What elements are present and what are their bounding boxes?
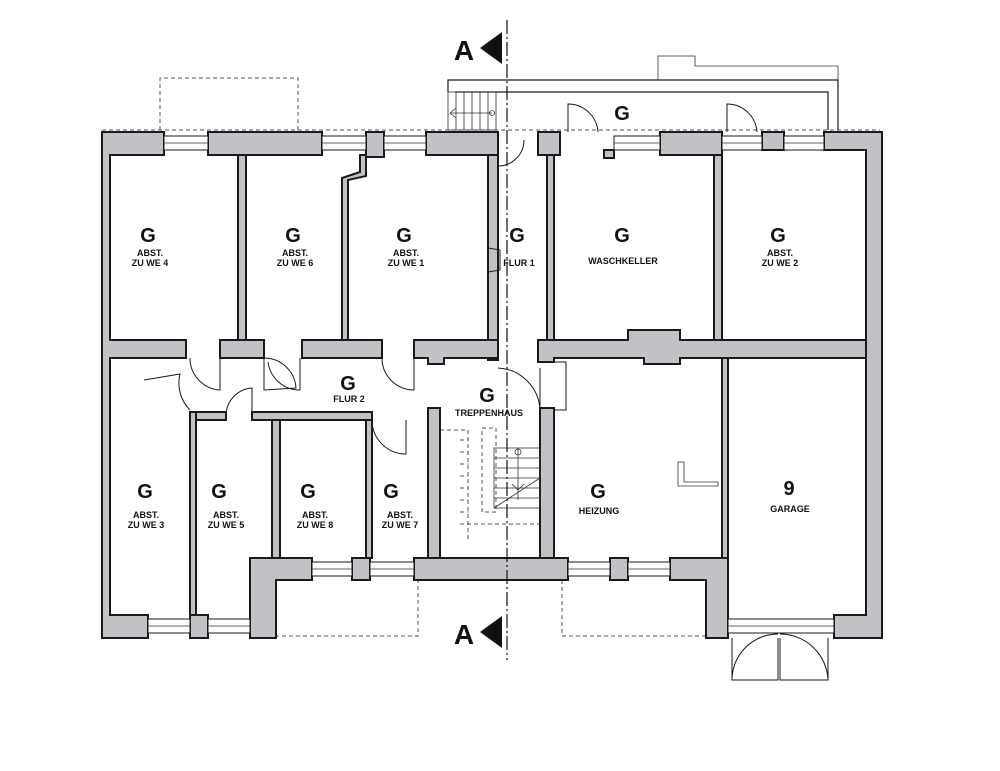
room-code-abst-we4: G — [140, 225, 156, 247]
room-code-abst-we3: G — [137, 481, 153, 503]
room-labels: G ABST. ZU WE 4 G ABST. ZU WE 6 G ABST. … — [128, 103, 810, 530]
staircase — [493, 447, 541, 509]
room-label-abst-we6-line1: ABST. — [282, 248, 308, 258]
doors — [143, 103, 829, 681]
room-label-heizung: HEIZUNG — [579, 506, 620, 516]
room-code-abst-we8: G — [300, 481, 316, 503]
room-code-abst-we6: G — [285, 225, 301, 247]
room-label-flur1: FLUR 1 — [503, 258, 535, 268]
room-label-abst-we3-line2: ZU WE 3 — [128, 520, 165, 530]
room-label-garage: GARAGE — [770, 504, 810, 514]
room-code-abst-we1: G — [396, 225, 412, 247]
section-axis — [480, 20, 508, 660]
room-label-flur2: FLUR 2 — [333, 394, 365, 404]
section-arrow-top-icon — [480, 32, 502, 64]
windows — [147, 135, 835, 634]
room-label-abst-we1-line2: ZU WE 1 — [388, 258, 425, 268]
room-label-abst-we4-line2: ZU WE 4 — [132, 258, 169, 268]
room-code-abst-we5: G — [211, 481, 227, 503]
room-code-garage: 9 — [783, 478, 794, 500]
room-label-abst-we3-line1: ABST. — [133, 510, 159, 520]
entrance-structure — [447, 55, 839, 131]
room-code-abst-we2: G — [770, 225, 786, 247]
room-label-abst-we2-line2: ZU WE 2 — [762, 258, 799, 268]
room-label-waschkeller: WASCHKELLER — [588, 256, 658, 266]
room-code-flur1: G — [509, 225, 525, 247]
room-code-waschkeller: G — [614, 225, 630, 247]
room-label-abst-we6-line2: ZU WE 6 — [277, 258, 314, 268]
room-label-abst-we7-line1: ABST. — [387, 510, 413, 520]
room-label-abst-we2-line1: ABST. — [767, 248, 793, 258]
walls — [101, 131, 883, 639]
room-code-heizung: G — [590, 481, 606, 503]
outdoor-code: G — [614, 103, 630, 125]
room-code-treppenhaus: G — [479, 385, 495, 407]
section-label-top: A — [454, 35, 474, 66]
section-label-bottom: A — [454, 619, 474, 650]
room-label-abst-we5-line2: ZU WE 5 — [208, 520, 245, 530]
room-label-abst-we1-line1: ABST. — [393, 248, 419, 258]
room-code-flur2: G — [340, 373, 356, 395]
room-label-abst-we7-line2: ZU WE 7 — [382, 520, 419, 530]
room-label-abst-we8-line2: ZU WE 8 — [297, 520, 334, 530]
room-label-abst-we5-line1: ABST. — [213, 510, 239, 520]
room-label-abst-we8-line1: ABST. — [302, 510, 328, 520]
section-arrow-bottom-icon — [480, 616, 502, 648]
room-code-abst-we7: G — [383, 481, 399, 503]
room-label-treppenhaus: TREPPENHAUS — [455, 408, 523, 418]
room-label-abst-we4-line1: ABST. — [137, 248, 163, 258]
